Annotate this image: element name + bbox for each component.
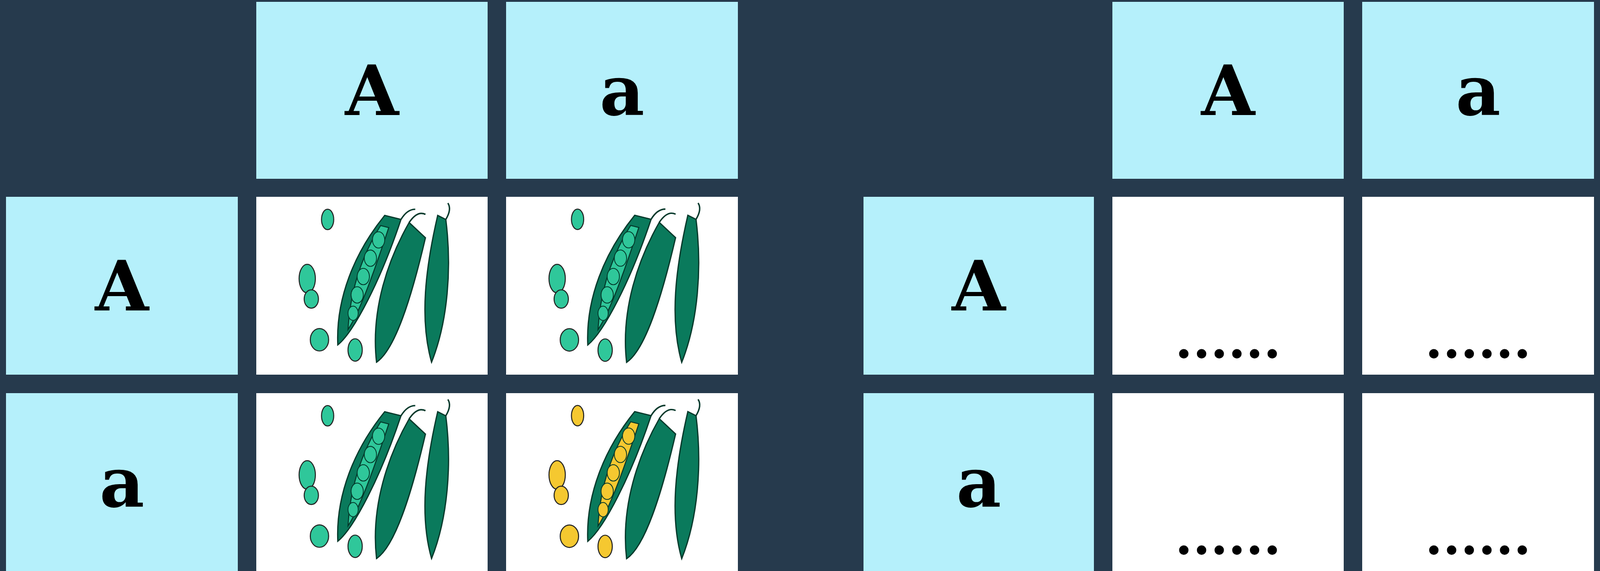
blank-placeholder: ...... xyxy=(1175,510,1282,562)
offspring-cell: ...... xyxy=(1362,196,1594,375)
allele-header: A xyxy=(6,196,238,375)
allele-header: A xyxy=(1112,1,1344,179)
allele-header: a xyxy=(6,392,238,571)
yellow-pea-pods xyxy=(549,398,700,559)
allele-letter: A xyxy=(1201,55,1255,126)
allele-letter: A xyxy=(95,251,149,321)
blank-placeholder: ...... xyxy=(1424,314,1532,366)
allele-header: A xyxy=(863,196,1094,375)
cell-ground xyxy=(506,196,738,375)
allele-header: a xyxy=(506,1,738,179)
blank-placeholder: ...... xyxy=(1175,314,1282,366)
allele-letter: a xyxy=(956,447,1002,517)
allele-letter: a xyxy=(599,55,645,126)
green-pea-pods xyxy=(299,203,450,363)
allele-header: A xyxy=(256,1,488,179)
green-pea-pods xyxy=(299,399,450,559)
cell-ground xyxy=(256,196,488,375)
allele-header: a xyxy=(863,392,1094,571)
allele-letter: A xyxy=(951,251,1006,321)
allele-letter: a xyxy=(1455,55,1501,126)
allele-letter: a xyxy=(99,447,145,517)
allele-letter: A xyxy=(344,55,399,126)
blank-placeholder: ...... xyxy=(1424,510,1532,562)
offspring-cell: ...... xyxy=(1112,392,1344,571)
cell-ground xyxy=(256,392,488,571)
green-pea-pods xyxy=(549,202,700,363)
cell-ground xyxy=(506,392,738,571)
offspring-cell: ...... xyxy=(1362,392,1594,571)
allele-header: a xyxy=(1362,1,1594,179)
offspring-cell: ...... xyxy=(1112,196,1344,375)
